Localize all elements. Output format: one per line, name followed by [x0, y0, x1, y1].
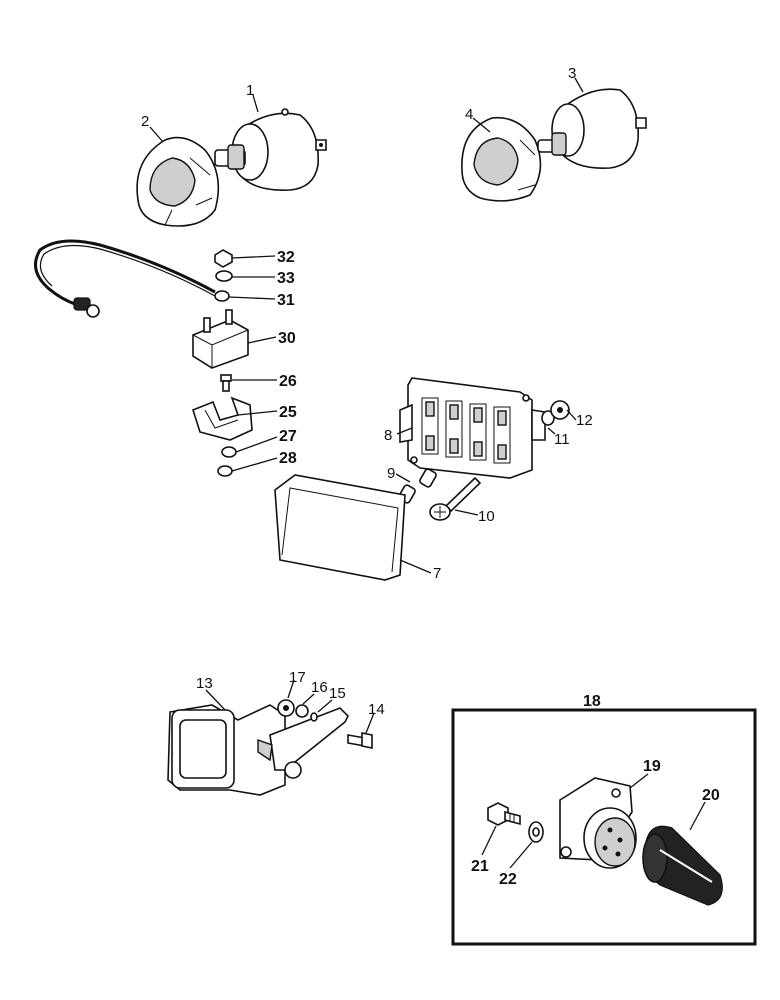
bolt-14-icon: [347, 732, 373, 749]
lamp-housing-13-icon: [167, 704, 349, 796]
fuse-cover-7-icon: [274, 474, 406, 581]
nut-17-icon: [277, 699, 295, 717]
knob-2-icon: [136, 136, 220, 227]
label-11: 11: [554, 431, 570, 448]
nut-28-icon: [217, 465, 233, 477]
washer-11-icon: [541, 410, 555, 426]
circuit-breaker-30-icon: [192, 309, 249, 369]
label-4: 4: [465, 106, 473, 123]
label-13: 13: [196, 675, 213, 692]
label-28: 28: [279, 450, 297, 467]
label-16: 16: [311, 679, 328, 696]
washer-22-icon: [528, 821, 544, 843]
label-17: 17: [289, 669, 306, 686]
washer-33-icon: [215, 270, 233, 282]
label-2: 2: [141, 113, 149, 130]
label-18: 18: [583, 693, 601, 710]
label-31: 31: [277, 292, 295, 309]
bracket-25-icon: [192, 396, 253, 441]
bolt-21-icon: [487, 802, 521, 826]
label-27: 27: [279, 428, 297, 445]
part-labels: 1 2 3 4 32 33 31 30 26 25 27 28 8 11 12 …: [141, 65, 720, 888]
leader-lines: [149, 77, 706, 869]
label-8: 8: [384, 427, 392, 444]
label-26: 26: [279, 373, 297, 390]
washer-16-icon: [295, 704, 309, 718]
label-10: 10: [478, 508, 495, 525]
label-25: 25: [279, 404, 297, 421]
rubber-boot-20-icon: [642, 825, 723, 906]
washer-15-icon: [310, 712, 318, 722]
nut-12-icon: [550, 400, 570, 420]
label-3: 3: [568, 65, 576, 82]
label-20: 20: [702, 787, 720, 804]
bolt-10-icon: [429, 476, 482, 521]
label-7: 7: [433, 565, 441, 582]
label-14: 14: [368, 701, 385, 718]
washer-27-icon: [221, 446, 237, 458]
label-32: 32: [277, 249, 295, 266]
label-15: 15: [329, 685, 346, 702]
label-19: 19: [643, 758, 661, 775]
label-22: 22: [499, 871, 517, 888]
screw-26-icon: [220, 374, 232, 392]
socket-19-icon: [559, 777, 637, 869]
fuse-box-8-icon: [399, 377, 546, 479]
knob-4-icon: [461, 116, 542, 202]
label-30: 30: [278, 330, 296, 347]
label-21: 21: [471, 858, 489, 875]
label-12: 12: [576, 412, 593, 429]
rotary-switch-1-icon: [214, 108, 327, 192]
label-33: 33: [277, 270, 295, 287]
rotary-switch-3-icon: [537, 88, 647, 169]
label-1: 1: [246, 82, 254, 99]
label-9: 9: [387, 465, 395, 482]
wire-lead-31-icon: [34, 239, 230, 318]
socket-assembly-box: [451, 708, 757, 946]
nut-32-icon: [214, 249, 233, 268]
